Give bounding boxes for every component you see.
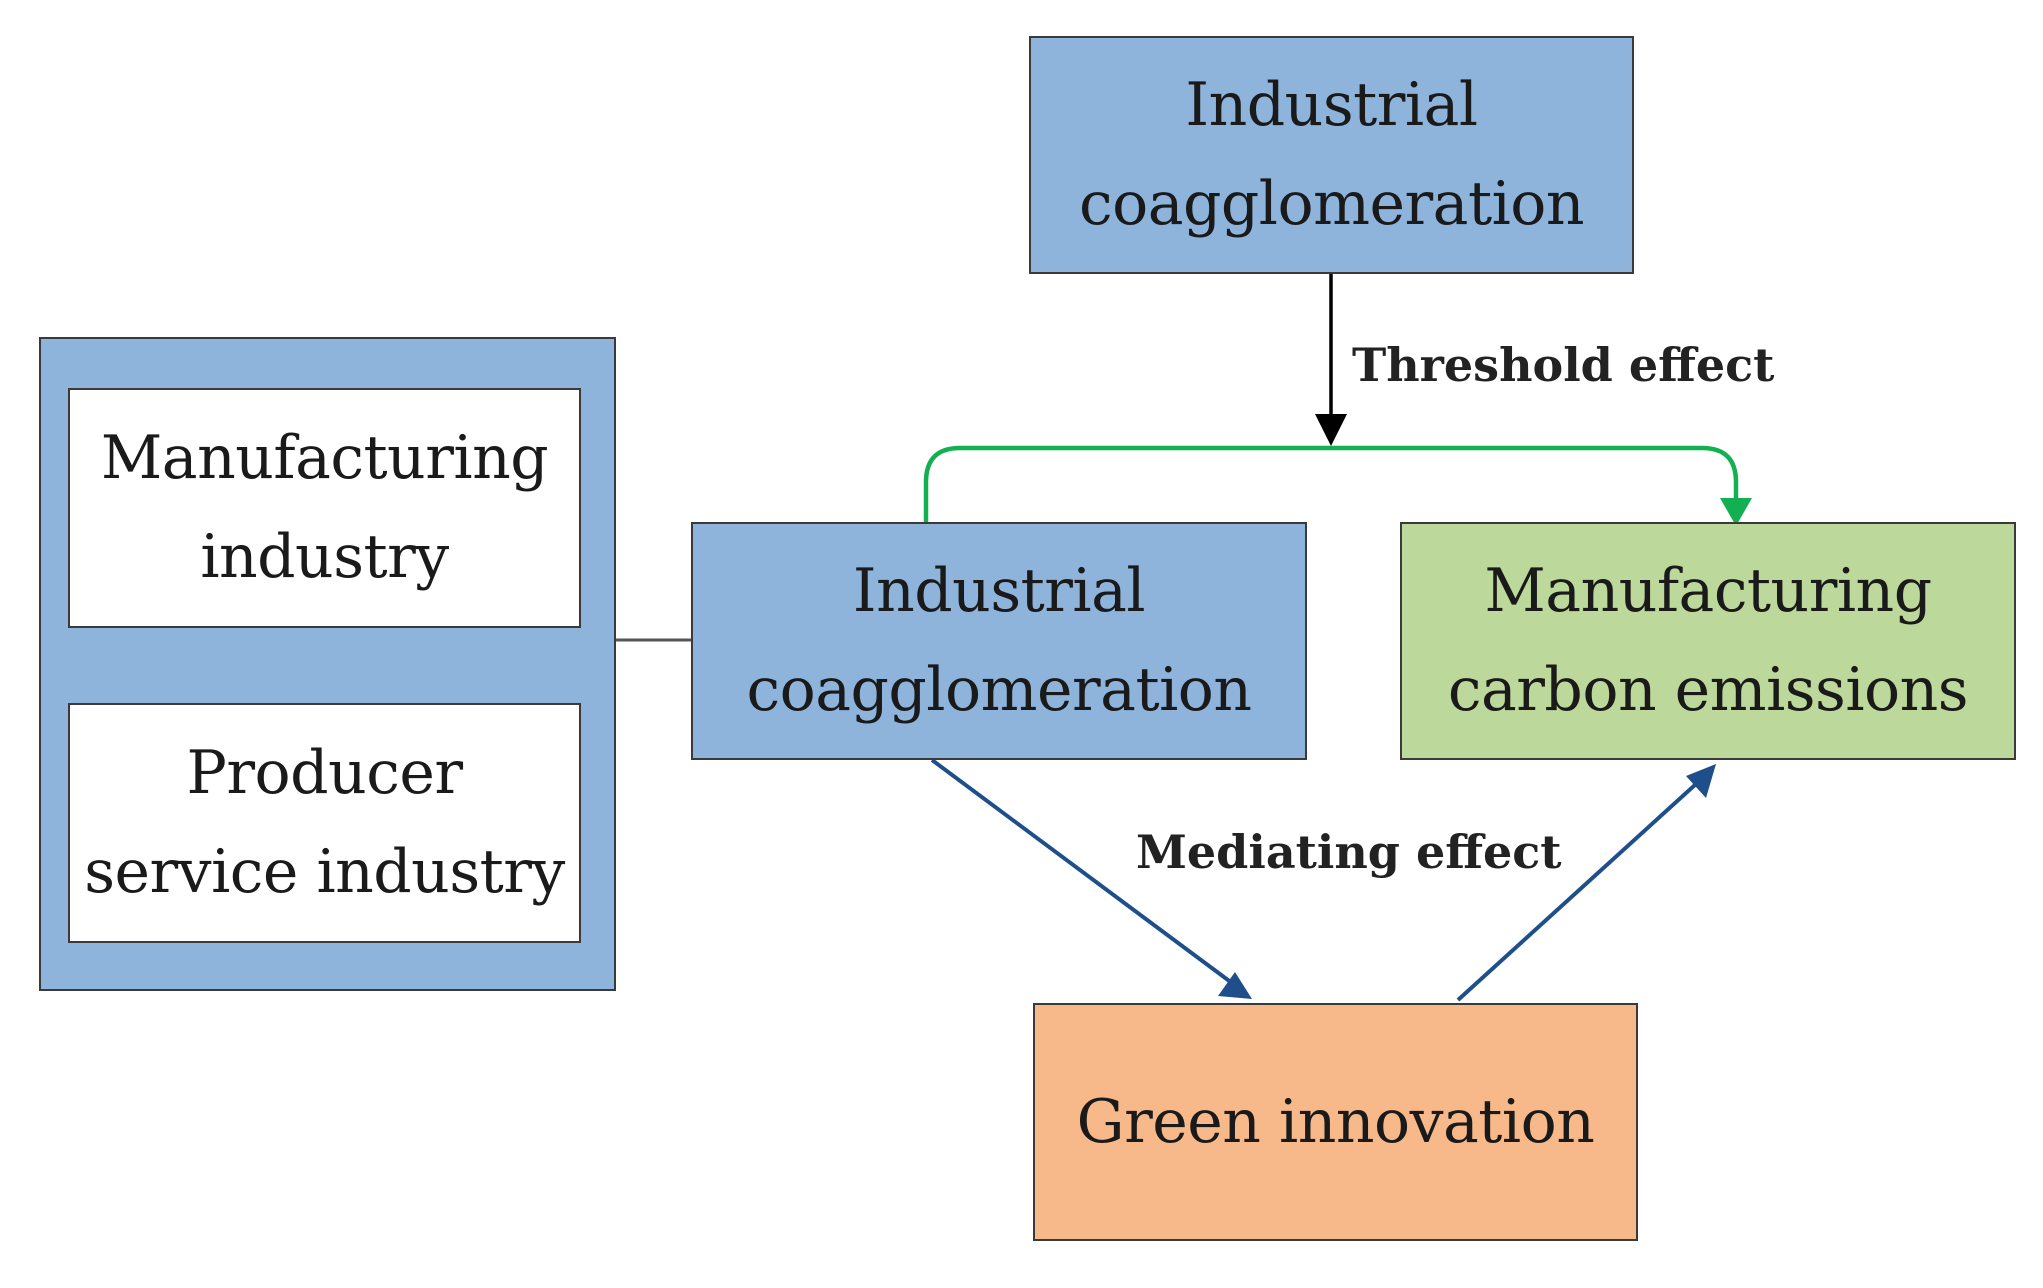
top-coagglomeration-label: Industrial coagglomeration (1078, 56, 1585, 254)
carbon-emissions-line2: carbon emissions (1447, 655, 1969, 725)
green-innovation-box: Green innovation (1033, 1003, 1638, 1241)
direct-effect-arrowhead (1720, 498, 1752, 526)
top-coagglomeration-box: Industrial coagglomeration (1029, 36, 1634, 274)
carbon-emissions-label: Manufacturing carbon emissions (1447, 542, 1969, 740)
mediating-effect-label: Mediating effect (1136, 825, 1562, 879)
manufacturing-industry-line2: industry (200, 522, 449, 592)
producer-service-line2: service industry (84, 837, 565, 907)
manufacturing-industry-line1: Manufacturing (100, 423, 549, 493)
mediating-arrow-in-head (1218, 972, 1252, 999)
carbon-emissions-line1: Manufacturing (1484, 556, 1932, 626)
mid-coagglomeration-line2: coagglomeration (746, 655, 1252, 725)
top-coagglomeration-line2: coagglomeration (1078, 169, 1585, 239)
threshold-effect-label: Threshold effect (1352, 338, 1775, 392)
green-innovation-label: Green innovation (1077, 1073, 1595, 1172)
threshold-arrowhead (1315, 414, 1347, 446)
mid-coagglomeration-box: Industrial coagglomeration (691, 522, 1307, 760)
mid-coagglomeration-line1: Industrial (852, 556, 1146, 626)
producer-service-box: Producer service industry (68, 703, 581, 943)
carbon-emissions-box: Manufacturing carbon emissions (1400, 522, 2016, 760)
green-innovation-line1: Green innovation (1076, 1086, 1595, 1157)
mediating-arrow-out-head (1686, 764, 1716, 798)
mediating-arrow-out-shaft (1456, 782, 1698, 1002)
producer-service-label: Producer service industry (84, 724, 565, 922)
mid-coagglomeration-label: Industrial coagglomeration (746, 542, 1252, 740)
manufacturing-industry-label: Manufacturing industry (100, 409, 549, 607)
direct-effect-arrow (923, 445, 1739, 522)
top-coagglomeration-line1: Industrial (1185, 70, 1478, 140)
manufacturing-industry-box: Manufacturing industry (68, 388, 581, 628)
producer-service-line1: Producer (186, 738, 463, 808)
mediating-arrow-in-shaft (930, 758, 1234, 985)
